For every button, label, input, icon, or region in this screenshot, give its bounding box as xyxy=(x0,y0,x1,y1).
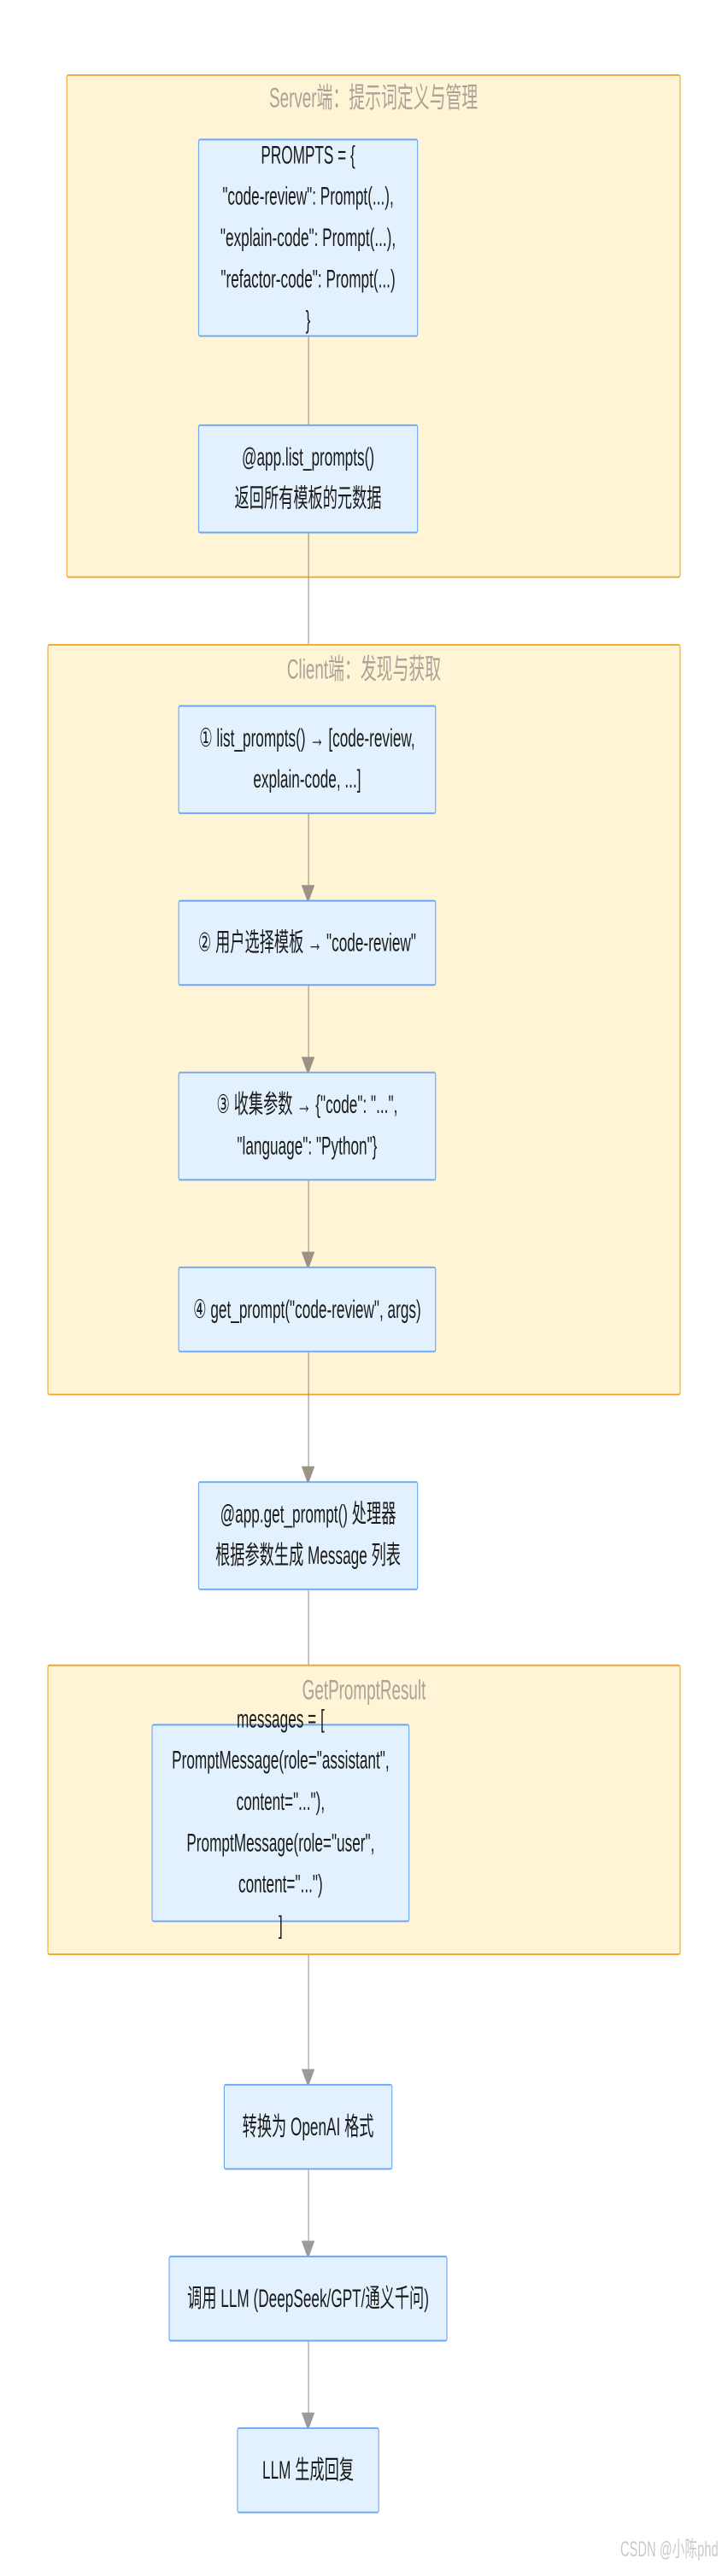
arrow-step2-to-step3 xyxy=(301,1057,315,1075)
edge-step3-to-step4 xyxy=(307,1180,309,1267)
cluster-client-title: Client端：发现与获取 xyxy=(286,653,442,686)
arrow-step4-to-getprompt xyxy=(301,1466,315,1485)
edge-prompts-to-listprompts xyxy=(307,337,309,440)
node-step-2: ② 用户选择模板 → "code-review" xyxy=(178,899,437,986)
node-step-1: ① list_prompts() → [code-review, explain… xyxy=(178,705,437,815)
arrow-llm-to-reply xyxy=(301,2412,315,2431)
watermark: CSDN @小陈phd xyxy=(620,2536,719,2561)
arrow-messages-to-convert xyxy=(301,2069,315,2087)
edge-messages-to-convert xyxy=(307,1955,309,2084)
edge-llm-to-reply xyxy=(307,2341,309,2427)
node-messages-result: messages = [ PromptMessage(role="assista… xyxy=(151,1706,410,1941)
node-step-4: ④ get_prompt("code-review", args) xyxy=(178,1266,437,1353)
edge-step4-to-getprompt xyxy=(307,1352,309,1482)
node-get-prompt-handler: @app.get_prompt() 处理器 根据参数生成 Message 列表 xyxy=(197,1481,419,1590)
node-llm-reply: LLM 生成回复 xyxy=(237,2427,379,2514)
cluster-server-title: Server端：提示词定义与管理 xyxy=(269,82,478,114)
arrow-step1-to-step2 xyxy=(301,885,315,904)
node-list-prompts-handler: @app.list_prompts() 返回所有模板的元数据 xyxy=(197,424,419,534)
arrow-convert-to-llm xyxy=(301,2240,315,2259)
node-prompts-dict: PROMPTS = { "code-review": Prompt(...), … xyxy=(197,138,419,337)
node-call-llm: 调用 LLM (DeepSeek/GPT/通义千问) xyxy=(168,2255,448,2342)
edge-getprompt-to-messages xyxy=(307,1590,309,1731)
node-step-3: ③ 收集参数 → {"code": "...", "language": "Py… xyxy=(178,1071,437,1181)
edge-convert-to-llm xyxy=(307,2169,309,2256)
arrow-step3-to-step4 xyxy=(301,1251,315,1270)
cluster-result-title: GetPromptResult xyxy=(302,1674,426,1707)
node-convert-openai: 转换为 OpenAI 格式 xyxy=(223,2083,393,2170)
edge-step1-to-step2 xyxy=(307,814,309,900)
edge-listprompts-to-step1 xyxy=(307,533,309,720)
edge-step2-to-step3 xyxy=(307,986,309,1072)
